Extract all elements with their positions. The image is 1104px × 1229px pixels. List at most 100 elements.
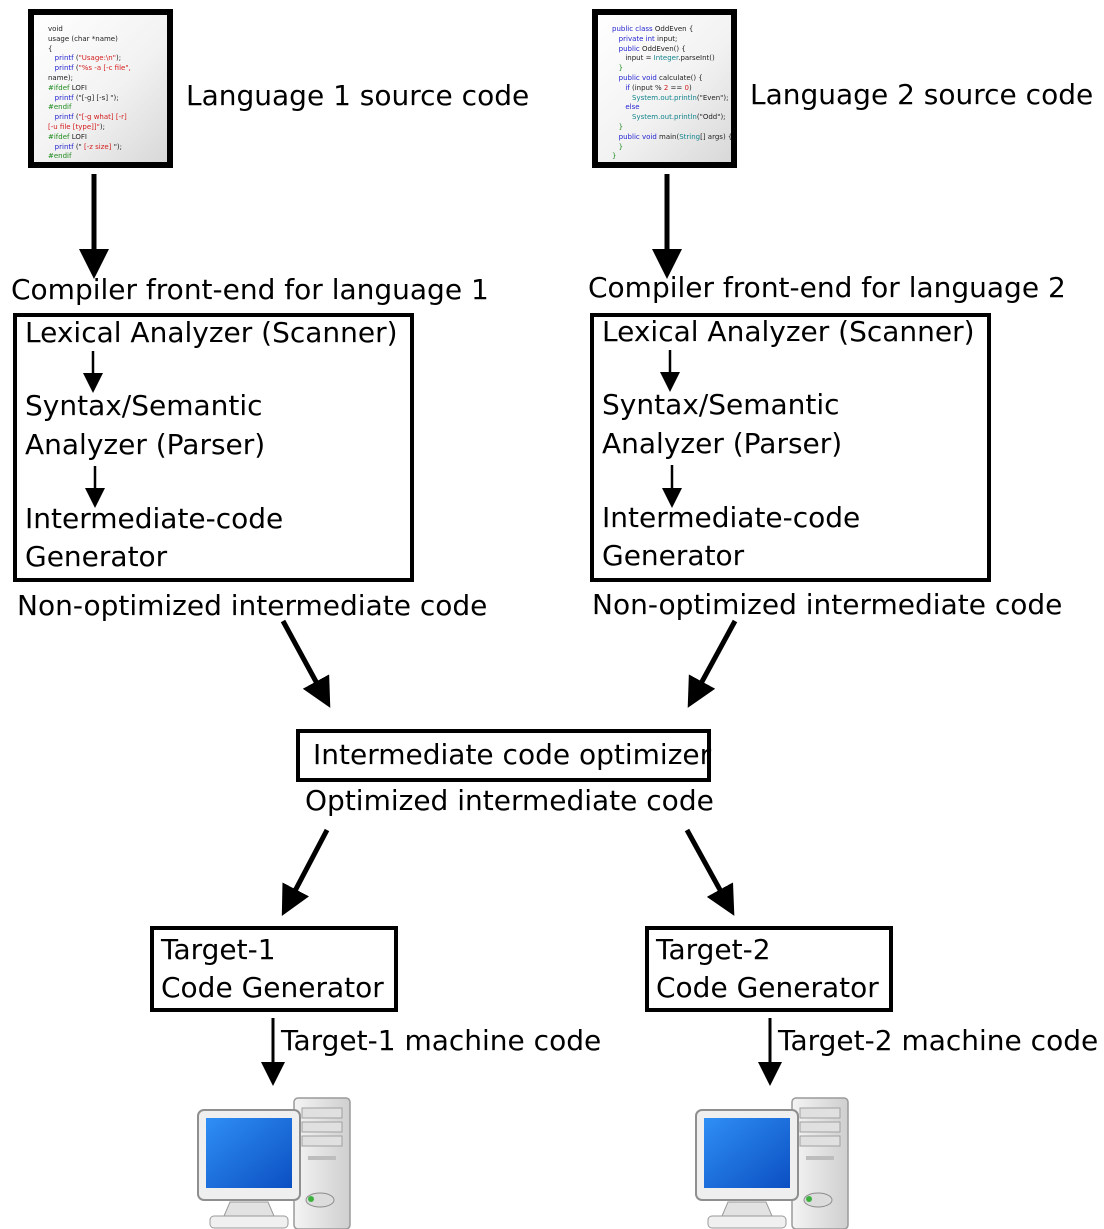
code-token: else xyxy=(612,103,640,112)
code-token: ); xyxy=(115,54,122,63)
code-token: .parseInt() xyxy=(678,54,715,63)
code-token: public void xyxy=(612,132,657,141)
code-token: "%s -a [-c file", xyxy=(78,64,131,73)
computer-icon xyxy=(695,1097,849,1229)
frontend-1-box xyxy=(13,313,414,582)
code-token: 0 xyxy=(684,83,689,92)
frontend-2-icg-line1: Intermediate-code xyxy=(602,501,861,534)
code-token: LOFI xyxy=(69,83,87,92)
code-token: [] args) { xyxy=(700,132,733,141)
backend-2-box xyxy=(645,926,893,1012)
code-token: ("Even"); xyxy=(696,93,729,102)
code-token: OddEven() { xyxy=(639,44,686,53)
code-token: #ifdef xyxy=(48,132,70,141)
code-token: ("Odd"); xyxy=(696,113,726,122)
code-token: public xyxy=(612,44,640,53)
code-line: void xyxy=(48,25,131,35)
code-token: System.out.println xyxy=(612,113,697,122)
code-line: input = Integer.parseInt() xyxy=(612,54,731,64)
frontend-2-box xyxy=(590,313,991,582)
code-token: "[-g what] [-r] xyxy=(78,113,127,122)
code-token: (" xyxy=(73,142,84,151)
code-line: } xyxy=(612,122,731,133)
code-token: ) xyxy=(688,83,692,92)
code-token: "Usage:\n" xyxy=(78,54,116,63)
code-line: } xyxy=(612,152,731,162)
backend-1-box xyxy=(150,926,398,1012)
code-line: printf ("Usage:\n"); xyxy=(48,54,131,64)
code-line: #endif xyxy=(48,103,131,113)
code-token: OddEven { xyxy=(652,25,694,33)
code-line: printf ("[-g what] [-r] xyxy=(48,113,131,123)
code-token: Integer xyxy=(653,54,679,63)
language-2-code-text: public class OddEven { private int input… xyxy=(612,25,733,162)
code-token: ( xyxy=(73,54,79,63)
code-line: public void calculate() { xyxy=(612,73,731,84)
code-line: #endif xyxy=(48,152,131,162)
arrow-optimizer-to-backend1 xyxy=(281,828,330,916)
code-line: printf (" [-z size] "); xyxy=(48,143,131,153)
code-token: #ifdef xyxy=(48,83,70,92)
code-token: void xyxy=(48,25,63,33)
code-line: System.out.println("Even"); xyxy=(612,93,731,104)
code-line: [-u file [type]]"); xyxy=(48,123,131,133)
code-line: #ifdef LOFI xyxy=(48,84,131,94)
code-token: main( xyxy=(656,132,680,141)
arrow-frontend1-to-optimizer xyxy=(280,619,331,708)
code-token: if xyxy=(612,83,630,92)
code-token: printf xyxy=(48,113,74,122)
backend-1-output-label: Target-1 machine code xyxy=(281,1024,602,1057)
frontend-1-lexer: Lexical Analyzer (Scanner) xyxy=(25,316,398,349)
frontend-2-parser-line2: Analyzer (Parser) xyxy=(602,427,843,460)
language-1-source-label: Language 1 source code xyxy=(186,79,530,112)
language-2-source-label: Language 2 source code xyxy=(750,78,1094,111)
frontend-2-parser-line1: Syntax/Semantic xyxy=(602,388,840,421)
frontend-1-icg-line2: Generator xyxy=(25,540,168,573)
code-token: calculate() { xyxy=(656,73,703,82)
code-line: public void main(String[] args) { xyxy=(612,132,733,143)
code-line: printf ("[-g] [-s] "); xyxy=(48,94,131,104)
code-token: System.out.println xyxy=(612,93,697,102)
code-token: public void xyxy=(612,73,657,82)
frontend-1-icg-line1: Intermediate-code xyxy=(25,502,284,535)
code-token: usage (char *name) xyxy=(48,34,118,43)
frontend-2-output-label: Non-optimized intermediate code xyxy=(592,588,1063,621)
frontend-2-lexer: Lexical Analyzer (Scanner) xyxy=(602,315,975,348)
frontend-1-output-label: Non-optimized intermediate code xyxy=(17,589,488,622)
code-token: input = xyxy=(612,54,654,63)
code-line: { xyxy=(48,45,131,55)
code-line: } xyxy=(612,142,731,153)
code-token: #endif xyxy=(48,152,72,161)
backend-1-line2: Code Generator xyxy=(161,971,384,1004)
code-line: public class OddEven { xyxy=(612,25,731,35)
code-line: #ifdef LOFI xyxy=(48,133,131,143)
code-line: if (input % 2 == 0) xyxy=(612,83,731,94)
code-token: ("[-g] [-s] "); xyxy=(73,93,119,102)
code-token: [-z size] xyxy=(84,142,112,151)
code-token: } xyxy=(612,122,624,131)
code-token: { xyxy=(48,44,53,53)
code-token: (input % xyxy=(629,83,664,92)
code-token: ( xyxy=(73,113,79,122)
code-line: printf ("%s -a [-c file", xyxy=(48,64,131,74)
code-line: usage (char *name) xyxy=(48,35,131,45)
arrow-frontend2-to-optimizer xyxy=(687,619,738,708)
code-token: input; xyxy=(654,34,678,43)
code-token: ( xyxy=(73,64,79,73)
code-line: System.out.println("Odd"); xyxy=(612,113,731,123)
code-token: printf xyxy=(48,142,74,151)
code-token: "); xyxy=(111,142,123,151)
code-token: public class xyxy=(612,25,653,33)
backend-2-output-label: Target-2 machine code xyxy=(778,1024,1099,1057)
code-token: [-u file [type]]" xyxy=(48,122,100,131)
frontend-2-icg-line2: Generator xyxy=(602,539,745,572)
arrow-optimizer-to-backend2 xyxy=(684,828,735,916)
backend-2-line2: Code Generator xyxy=(656,971,879,1004)
code-token: } xyxy=(612,142,624,151)
code-token: } xyxy=(612,152,617,161)
backend-1-line1: Target-1 xyxy=(161,933,276,966)
code-token: 2 xyxy=(663,83,669,92)
code-token: printf xyxy=(48,64,74,73)
